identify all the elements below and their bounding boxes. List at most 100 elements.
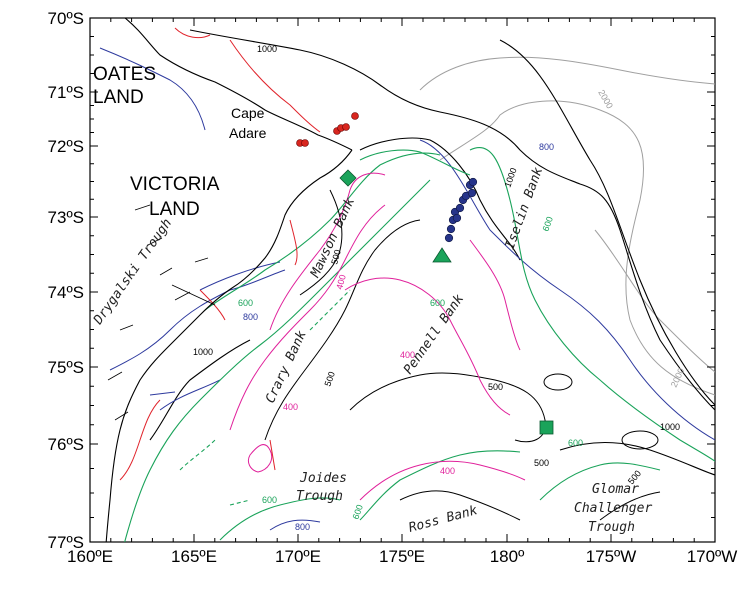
isobath-600-south <box>219 450 521 541</box>
y-tick-label: 74ºS <box>48 283 84 302</box>
drygalski-leader <box>171 284 216 306</box>
contour-label-800: 800 <box>539 142 554 152</box>
contour-label-800: 800 <box>243 312 258 322</box>
station-blue <box>455 203 465 213</box>
shelf-contour-red-north <box>174 27 321 133</box>
contour-label-400: 400 <box>283 402 298 412</box>
isobath-400-pennell <box>344 277 511 416</box>
y-tick-label: 73ºS <box>48 208 84 227</box>
contour-label-600: 600 <box>430 298 445 308</box>
y-tick-label: 75ºS <box>48 358 84 377</box>
place-cape-2: Adare <box>229 125 267 141</box>
blue-stations <box>444 177 478 243</box>
label-joides-1: Joides <box>299 471 347 486</box>
region-victoria-1: VICTORIA <box>130 174 220 195</box>
contour-label-800: 800 <box>295 522 310 532</box>
isobath-2000-south <box>594 229 715 373</box>
y-tick-label: 71ºS <box>48 83 84 102</box>
isobath-600-ne <box>359 149 471 176</box>
station-blue <box>446 224 456 234</box>
contour-label-500: 500 <box>488 382 503 392</box>
isobath-800-drygalski-b <box>149 261 281 411</box>
isobath-800-south <box>269 519 321 531</box>
x-tick-label: 170ºE <box>275 547 321 566</box>
isobath-600-west <box>124 179 431 542</box>
x-tick-label: 160ºE <box>67 547 113 566</box>
x-tick-label: 175ºW <box>586 547 637 566</box>
axis-ticks <box>89 17 716 543</box>
contour-labels: 1000 2000 2000 800 1000 600 500 400 800 … <box>193 44 686 532</box>
label-glomar-3: Trough <box>588 520 635 535</box>
isobath-400-crary <box>229 204 386 431</box>
x-tick-label: 170ºW <box>687 547 738 566</box>
isobath-800-drygalski <box>99 47 286 371</box>
contour-label-600: 600 <box>238 298 253 308</box>
coastline <box>105 18 353 542</box>
isobath-1000-shelf-edge <box>359 137 521 261</box>
place-cape-1: Cape <box>231 105 265 121</box>
x-tick-label: 180º <box>490 547 525 566</box>
isobath-1000-loop-east <box>543 373 573 391</box>
contour-label-400: 400 <box>400 350 415 360</box>
map-frame <box>89 17 716 543</box>
red-stations <box>296 112 359 147</box>
contour-label-600: 600 <box>350 503 365 521</box>
station-green-triangle <box>432 247 452 263</box>
station-red <box>351 112 359 120</box>
station-blue <box>468 177 478 187</box>
isobath-1000-loop <box>621 430 659 450</box>
isobath-600-shelf <box>204 152 441 311</box>
region-oates-1: OATES <box>93 64 156 85</box>
isobath-2000-north <box>419 56 715 91</box>
green-stations <box>339 169 554 435</box>
station-blue <box>467 188 477 198</box>
contour-label-600: 600 <box>262 495 277 505</box>
contour-label-1000: 1000 <box>193 347 213 357</box>
station-green-square <box>539 420 554 435</box>
contour-label-600: 600 <box>568 438 583 448</box>
isobath-400-iselin <box>469 239 521 351</box>
isobath-500-central <box>299 189 343 296</box>
contour-label-1000: 1000 <box>257 44 277 54</box>
contour-label-500: 500 <box>534 458 549 468</box>
station-blue <box>444 233 454 243</box>
coastline-inlets <box>107 204 209 421</box>
y-axis-labels: 70ºS 71ºS 72ºS 73ºS 74ºS 75ºS 76ºS 77ºS <box>48 9 84 552</box>
x-tick-label: 175ºE <box>379 547 425 566</box>
y-tick-label: 72ºS <box>48 137 84 156</box>
contour-label-500: 500 <box>322 370 337 388</box>
label-glomar-1: Glomar <box>592 482 639 497</box>
isobath-400-south <box>247 444 273 473</box>
isobath-600-glomar <box>539 462 661 501</box>
y-tick-label: 77ºS <box>48 533 84 552</box>
isobath-400-ross <box>359 460 526 501</box>
isobath-600-east <box>469 146 715 462</box>
station-red <box>301 139 309 147</box>
y-tick-label: 70ºS <box>48 9 84 28</box>
station-red <box>342 123 350 131</box>
isobath-1000-inner <box>499 39 715 406</box>
isobath-2000-east <box>439 100 715 396</box>
y-tick-label: 76ºS <box>48 435 84 454</box>
contour-label-1000: 1000 <box>660 422 680 432</box>
region-victoria-2: LAND <box>149 199 200 220</box>
station-green-diamond <box>339 169 357 187</box>
isobath-400-mawson <box>269 172 386 331</box>
region-oates-2: LAND <box>93 87 144 108</box>
contour-label-500: 500 <box>329 248 343 265</box>
contour-label-600: 600 <box>540 215 555 233</box>
x-tick-label: 165ºE <box>171 547 217 566</box>
isobath-1000-outer <box>189 29 715 411</box>
isobath-600-inner <box>179 289 351 506</box>
label-glomar-2: Challenger <box>574 501 652 516</box>
contour-label-400: 400 <box>334 273 348 290</box>
isobath-1000-west <box>149 339 251 441</box>
isobath-500-ross <box>399 490 661 521</box>
isobath-500-mawson <box>264 219 421 441</box>
label-joides-2: Trough <box>296 489 343 504</box>
x-axis-labels: 160ºE 165ºE 170ºE 175ºE 180º 175ºW 170ºW <box>67 547 737 566</box>
shelf-contour-red-cape <box>289 219 298 266</box>
isobath-1000-glomar <box>559 441 715 476</box>
station-blue <box>452 213 462 223</box>
